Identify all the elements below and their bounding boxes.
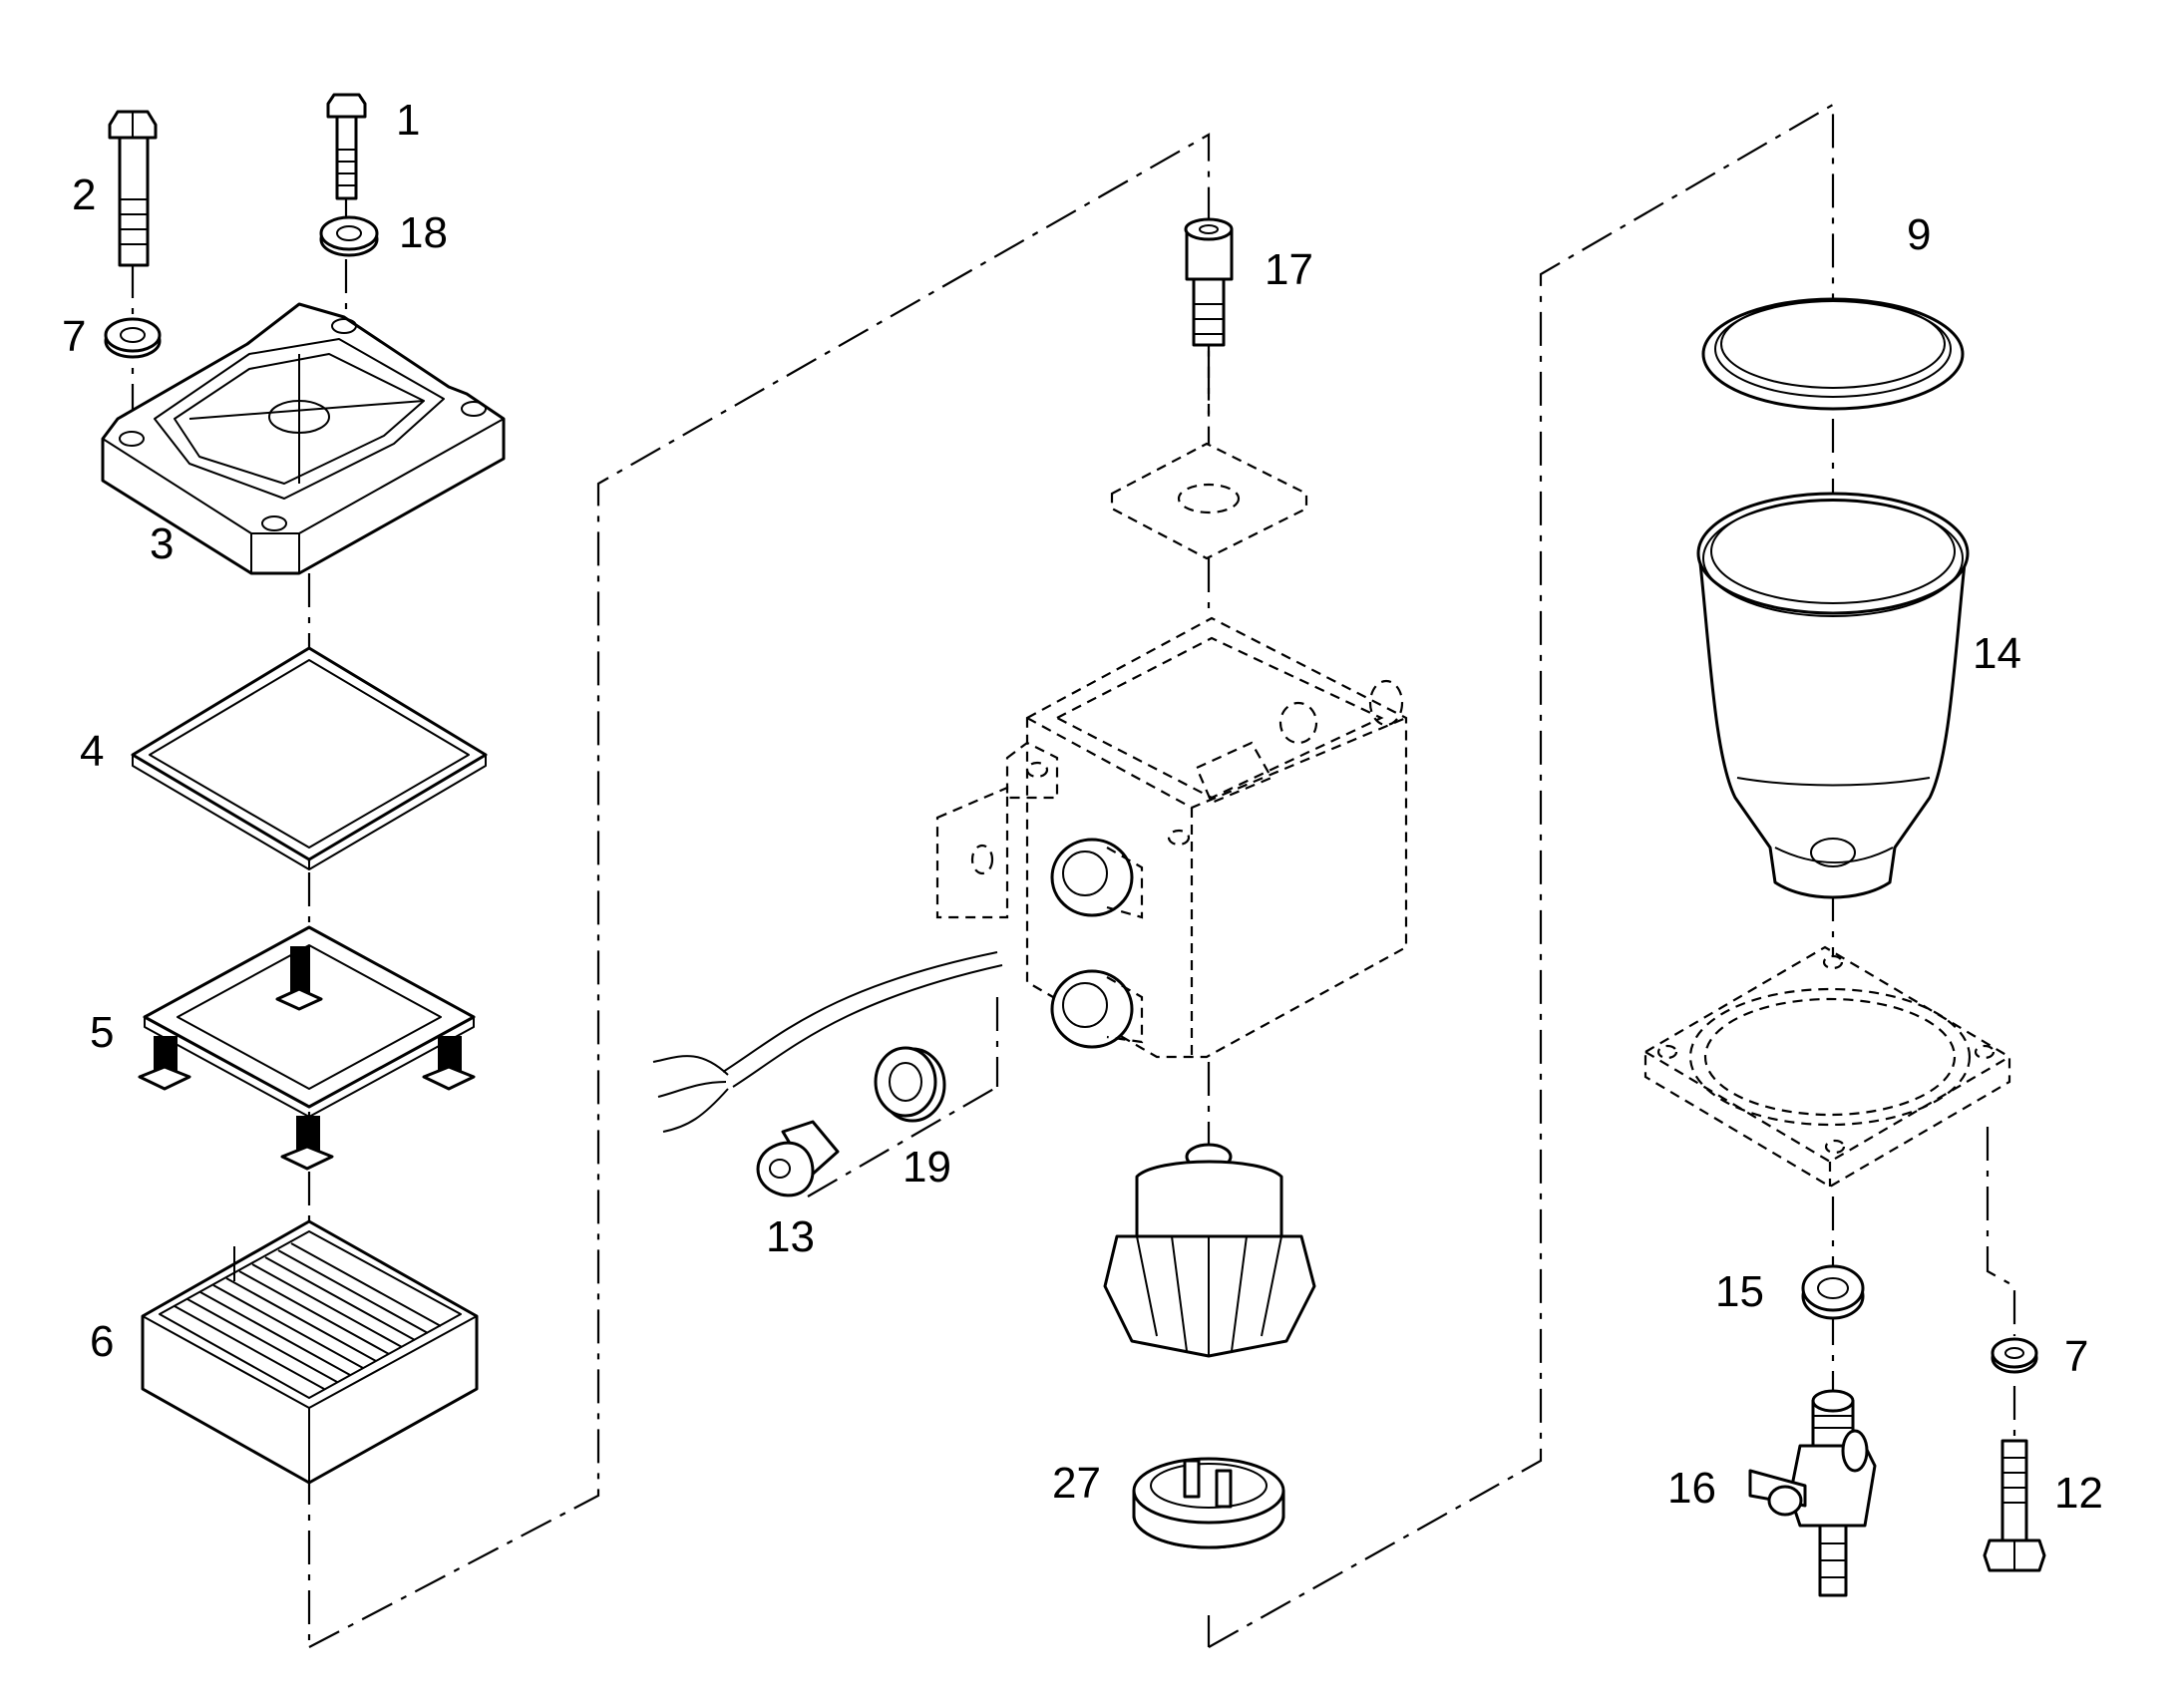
socket-screw-icon — [1184, 217, 1234, 347]
sensor-plug-icon — [1132, 1457, 1285, 1549]
part-label-7: 7 — [62, 312, 86, 361]
part-label-13: 13 — [766, 1212, 815, 1261]
part-label-5: 5 — [90, 1008, 114, 1057]
o-ring-9-icon — [1701, 297, 1965, 411]
washer-7-icon — [104, 317, 162, 359]
part-label-4: 4 — [80, 727, 104, 776]
filter-cartridge-icon — [141, 1219, 479, 1485]
part-label-3: 3 — [150, 519, 174, 568]
filter-element-icon — [1103, 1143, 1316, 1358]
part-label-9: 9 — [1907, 210, 1931, 259]
part-label-7-right: 7 — [2064, 1332, 2088, 1381]
part-label-6: 6 — [90, 1317, 114, 1366]
part-labels: 1 2 3 4 5 6 7 7 9 12 13 14 15 16 17 18 1… — [62, 96, 2103, 1518]
part-label-27: 27 — [1052, 1459, 1101, 1508]
part-label-19: 19 — [903, 1143, 951, 1192]
washer-15-icon — [1801, 1264, 1865, 1320]
bowl-14-icon — [1696, 492, 1970, 899]
part-label-1: 1 — [396, 96, 420, 145]
spring-frame-icon — [138, 925, 476, 1171]
bowl-flange-icon — [1643, 945, 2011, 1189]
cover-plate-icon — [101, 302, 506, 575]
filter-body-icon — [935, 616, 1408, 1059]
dashed-seal-icon — [1110, 442, 1308, 560]
part-label-18: 18 — [399, 208, 448, 257]
bolt-short-icon — [326, 93, 367, 200]
part-label-12: 12 — [2054, 1469, 2103, 1518]
part-label-15: 15 — [1715, 1267, 1764, 1316]
bolt-long-icon — [108, 110, 158, 267]
part-label-14: 14 — [1973, 629, 2021, 678]
seal-ring-19-icon — [874, 1046, 946, 1123]
part-label-17: 17 — [1265, 245, 1313, 294]
part-label-2: 2 — [72, 171, 96, 219]
drain-plug-icon — [756, 1120, 840, 1197]
drain-valve-icon — [1748, 1389, 1877, 1597]
washer-7-right-icon — [1991, 1337, 2038, 1374]
washer-18-icon — [319, 215, 379, 257]
bolt-12-icon — [1983, 1439, 2046, 1572]
cable-icon — [652, 951, 1003, 1133]
part-label-16: 16 — [1667, 1464, 1716, 1513]
gasket-square-icon — [131, 646, 488, 870]
assembly-lines — [131, 103, 2016, 1648]
